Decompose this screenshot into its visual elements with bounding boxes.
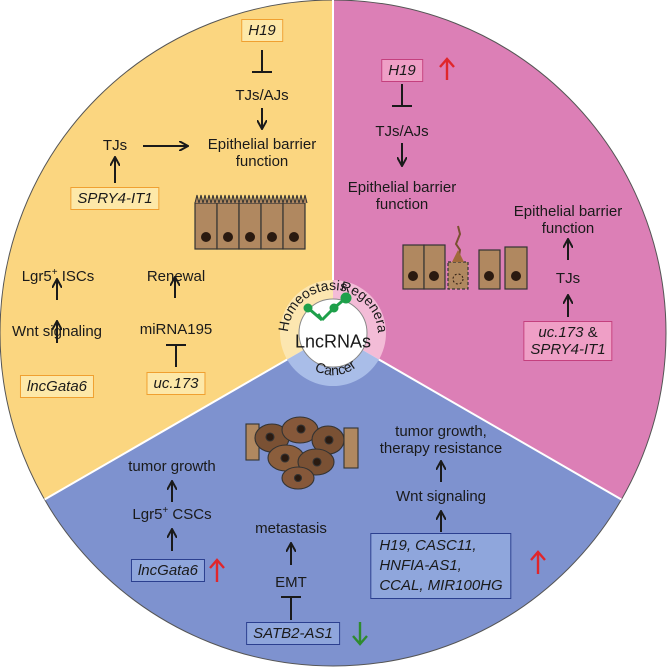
barrier-line1: Epithelial barrier	[207, 136, 317, 153]
barrier-line1: Epithelial barrier	[347, 179, 457, 196]
barrier2-line2: function	[541, 220, 595, 237]
lgr5-csc-rest: CSCs	[168, 506, 212, 523]
lgr5-isc-main: Lgr5	[21, 268, 52, 285]
emt-label: EMT	[275, 574, 307, 591]
ring-cancer-label: Cancer	[313, 356, 359, 378]
lgr5-isc-sup: +	[51, 267, 58, 278]
barrier-line2: function	[375, 196, 429, 213]
lgr5-csc-sup: +	[162, 505, 169, 516]
arrow-up-red-icon	[209, 550, 546, 582]
tumor-growth-therapy-label: tumor growth, therapy resistance	[380, 423, 503, 457]
tjs-label-regeneration: TJs	[555, 270, 581, 287]
lgr5-isc-rest: ISCs	[57, 268, 95, 285]
renewal-label: Renewal	[146, 268, 206, 285]
tumor-growth-label: tumor growth	[128, 458, 216, 475]
amp-text: &	[583, 324, 598, 341]
wnt-label-homeostasis: Wnt signaling	[11, 323, 103, 340]
cancer-arrows	[172, 462, 441, 620]
genes-box-cancer: H19, CASC11, HNFIA-AS1, CCAL, MIR100HG	[370, 533, 512, 599]
lgr5-csc-label: Lgr5+ CSCs	[132, 505, 212, 524]
barrier2-line1: Epithelial barrier	[513, 203, 623, 220]
regeneration-damaged-cells-icon	[402, 225, 528, 290]
uc173-spry4-box-regeneration: uc.173 & SPRY4-IT1	[523, 321, 613, 361]
spry4-text: SPRY4-IT1	[530, 341, 606, 358]
rna-molecule-icon	[303, 292, 352, 322]
genes-line1: H19, CASC11,	[379, 537, 477, 554]
lgr5-isc-label: Lgr5+ ISCs	[21, 267, 95, 286]
lncgata6-box-homeostasis: lncGata6	[19, 375, 95, 398]
lncgata6-box-cancer: lncGata6	[130, 559, 206, 582]
wnt-label-cancer: Wnt signaling	[395, 488, 487, 505]
tumor-cells-icon	[245, 416, 359, 490]
h19-box-regeneration: H19	[381, 59, 423, 82]
arrow-up-red-icon	[439, 57, 455, 80]
homeostasis-sector	[0, 0, 333, 500]
barrier-label-homeostasis: Epithelial barrier function	[208, 136, 316, 170]
mirna195-label: miRNA195	[139, 321, 213, 338]
spry4-box-homeostasis: SPRY4-IT1	[70, 187, 160, 210]
barrier-line2: function	[235, 153, 289, 170]
metastasis-label: metastasis	[255, 520, 327, 537]
genes-line3: CCAL, MIR100HG	[379, 577, 503, 594]
homeostasis-epithelial-cells-icon	[194, 194, 308, 250]
satb2-box-cancer: SATB2-AS1	[246, 622, 340, 645]
regeneration-arrows	[392, 84, 568, 317]
tjs-ajs-label-homeostasis: TJs/AJs	[235, 87, 289, 104]
h19-box-homeostasis: H19	[241, 19, 283, 42]
homeostasis-arrows	[57, 50, 272, 367]
genes-line2: HNFIA-AS1,	[379, 557, 462, 574]
tjs-ajs-label-regeneration: TJs/AJs	[375, 123, 429, 140]
tjs-label-homeostasis: TJs	[102, 137, 128, 154]
lgr5-csc-main: Lgr5	[132, 506, 163, 523]
barrier-label-regeneration-2: Epithelial barrier function	[514, 203, 622, 237]
center-label: LncRNAs	[294, 331, 372, 352]
arrow-down-green-icon	[352, 622, 368, 646]
uc173-text: uc.173	[538, 324, 584, 341]
tumor-growth2: tumor growth,	[395, 423, 487, 440]
uc173-box-homeostasis: uc.173	[146, 372, 206, 395]
therapy-resistance: therapy resistance	[379, 440, 503, 457]
barrier-label-regeneration: Epithelial barrier function	[348, 179, 456, 213]
